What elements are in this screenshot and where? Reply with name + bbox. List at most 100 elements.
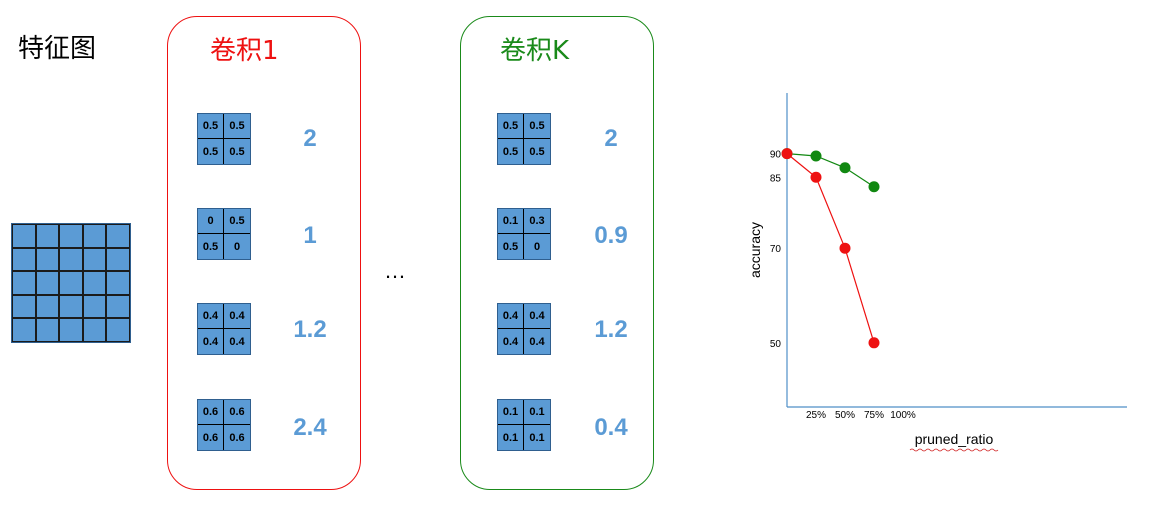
kernel-cell: 0.5 (529, 145, 545, 158)
kernel-score: 1.2 (594, 316, 628, 343)
kernel-cell: 0.4 (498, 329, 524, 354)
feature-map-cell (106, 318, 130, 342)
kernel-score: 2 (604, 125, 618, 152)
kernel-cell: 0.5 (498, 234, 524, 259)
feature-map-cell (12, 271, 36, 295)
y-tick-label: 85 (770, 173, 782, 184)
conv-panel-1 (167, 16, 361, 490)
kernel-cell: 0.3 (524, 209, 550, 234)
kernel-score: 1.2 (293, 316, 327, 343)
ellipsis: … (384, 258, 406, 283)
kernel-cell: 0 (533, 240, 541, 253)
feature-map-cell (82, 318, 107, 342)
kernel-cell: 0.4 (529, 335, 545, 348)
kernel: 0.6 0.6 0.6 0.6 (197, 399, 251, 451)
feature-map-cell (35, 318, 60, 342)
x-axis-label: pruned_ratio (915, 431, 994, 447)
feature-map-cell (59, 294, 83, 319)
feature-map-grid (11, 223, 131, 343)
x-tick-label: 50% (835, 410, 855, 421)
data-point-1 (781, 148, 793, 160)
kernel-score: 2 (303, 125, 317, 152)
kernel-cell: 0.1 (498, 209, 524, 234)
kernel-cell: 0.5 (498, 114, 524, 139)
x-tick-label: 75% (864, 410, 884, 421)
feature-map-title: 特征图 (18, 34, 97, 64)
data-point-1 (810, 171, 822, 183)
feature-map-cell (106, 294, 130, 319)
kernel-score: 0.4 (594, 414, 628, 441)
kernel: 0.4 0.4 0.4 0.4 (497, 303, 551, 355)
kernel-cell: 0.5 (198, 139, 224, 164)
x-tick-label: 100% (890, 410, 916, 421)
kernel: 0.5 0.5 0.5 0.5 (197, 113, 251, 165)
feature-map-cell (35, 247, 60, 272)
kernel-cell: 0.5 (224, 209, 250, 234)
feature-map-cell (12, 224, 36, 248)
kernel-cell: 0.4 (224, 304, 250, 329)
accuracy-chart: 90 85 70 50 25% 50% 75% 100% accuracy pruned_r… (747, 93, 1127, 452)
kernel-cell: 0.6 (224, 400, 250, 425)
kernel: 0.4 0.4 0.4 0.4 (197, 303, 251, 355)
kernel-cell: 0.6 (198, 400, 224, 425)
x-tick-label: 25% (806, 410, 826, 421)
kernel-cell: 0.1 (498, 425, 524, 450)
feature-map-cell (12, 247, 36, 272)
kernel: 0 0.5 0.5 0 (197, 208, 251, 260)
y-tick-label: 50 (770, 339, 782, 350)
feature-map-cell (59, 224, 83, 248)
kernel-cell: 0.5 (524, 114, 550, 139)
conv-panel-1-title: 卷积1 (210, 36, 279, 66)
kernel-cell: 0.4 (524, 304, 550, 329)
kernel-cell: 0.5 (229, 145, 245, 158)
conv-panel-k-title: 卷积K (500, 36, 570, 66)
feature-map-cell (106, 247, 130, 272)
feature-map-cell (82, 247, 107, 272)
kernel-cell: 0.1 (524, 400, 550, 425)
conv-panel-k (460, 16, 654, 490)
y-tick-label: 70 (770, 244, 782, 255)
feature-map-cell (35, 224, 60, 248)
series-line-0 (786, 153, 875, 188)
kernel-cell: 0.4 (498, 304, 524, 329)
kernel-cell: 0.4 (198, 304, 224, 329)
kernel-score: 2.4 (293, 414, 327, 441)
kernel-cell: 0.6 (229, 431, 245, 444)
feature-map-cell (35, 294, 60, 319)
feature-map-cell (82, 224, 107, 248)
feature-map-cell (82, 271, 107, 295)
kernel-cell: 0.1 (498, 400, 524, 425)
kernel-cell: 0.1 (529, 431, 545, 444)
feature-map-cell (12, 294, 36, 319)
kernel-cell: 0.6 (198, 425, 224, 450)
kernel-cell: 0.4 (229, 335, 245, 348)
kernel: 0.1 0.1 0.1 0.1 (497, 399, 551, 451)
feature-map-cell (106, 271, 130, 295)
y-tick-label: 90 (770, 150, 782, 161)
feature-map-cell (12, 318, 36, 342)
kernel-cell: 0.5 (498, 139, 524, 164)
kernel-score: 0.9 (594, 222, 628, 249)
feature-map-cell (59, 318, 83, 342)
data-point-1 (868, 337, 880, 349)
series-line-1 (786, 153, 875, 343)
data-point-1 (839, 242, 851, 254)
feature-map-cell (59, 271, 83, 295)
kernel-cell: 0.4 (198, 329, 224, 354)
feature-map-cell (35, 271, 60, 295)
y-axis-label: accuracy (747, 222, 763, 278)
kernel-cell: 0.5 (198, 114, 224, 139)
kernel-score: 1 (303, 222, 317, 249)
kernel-cell: 0 (198, 209, 224, 234)
feature-map-cell (106, 224, 130, 248)
kernel-cell: 0.5 (198, 234, 224, 259)
feature-map-cell (82, 294, 107, 319)
kernel-cell: 0 (233, 240, 241, 253)
feature-map-cell (59, 247, 83, 272)
data-point-0 (810, 150, 822, 162)
kernel-cell: 0.5 (224, 114, 250, 139)
kernel: 0.5 0.5 0.5 0.5 (497, 113, 551, 165)
spellcheck-squiggle (909, 448, 999, 452)
data-point-0 (839, 162, 851, 174)
